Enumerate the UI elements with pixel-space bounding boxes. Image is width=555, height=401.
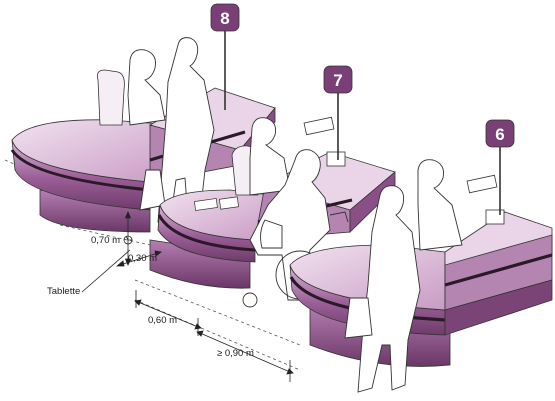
dimension-aisle-label: ≥ 0,90 m [217,348,254,359]
customer-standing-2 [344,185,421,393]
dimension-depth-label: 0,30 m [128,253,158,264]
tablet-label: Tablette [47,286,81,297]
checkout-7-sign [323,65,353,94]
checkout-6-number: 6 [495,125,504,144]
wheelchair-symbol [123,235,133,245]
customer-standing-1 [139,37,215,223]
checkout-8-number: 8 [220,9,229,28]
dimension-height-label: 0,70 m [91,235,121,246]
checkout-7-number: 7 [333,71,342,90]
checkout-8-sign [210,3,240,32]
dimension-width-label: 0,60 m [148,315,178,326]
checkout-6-sign [485,119,515,148]
dimension-lines [81,210,294,382]
